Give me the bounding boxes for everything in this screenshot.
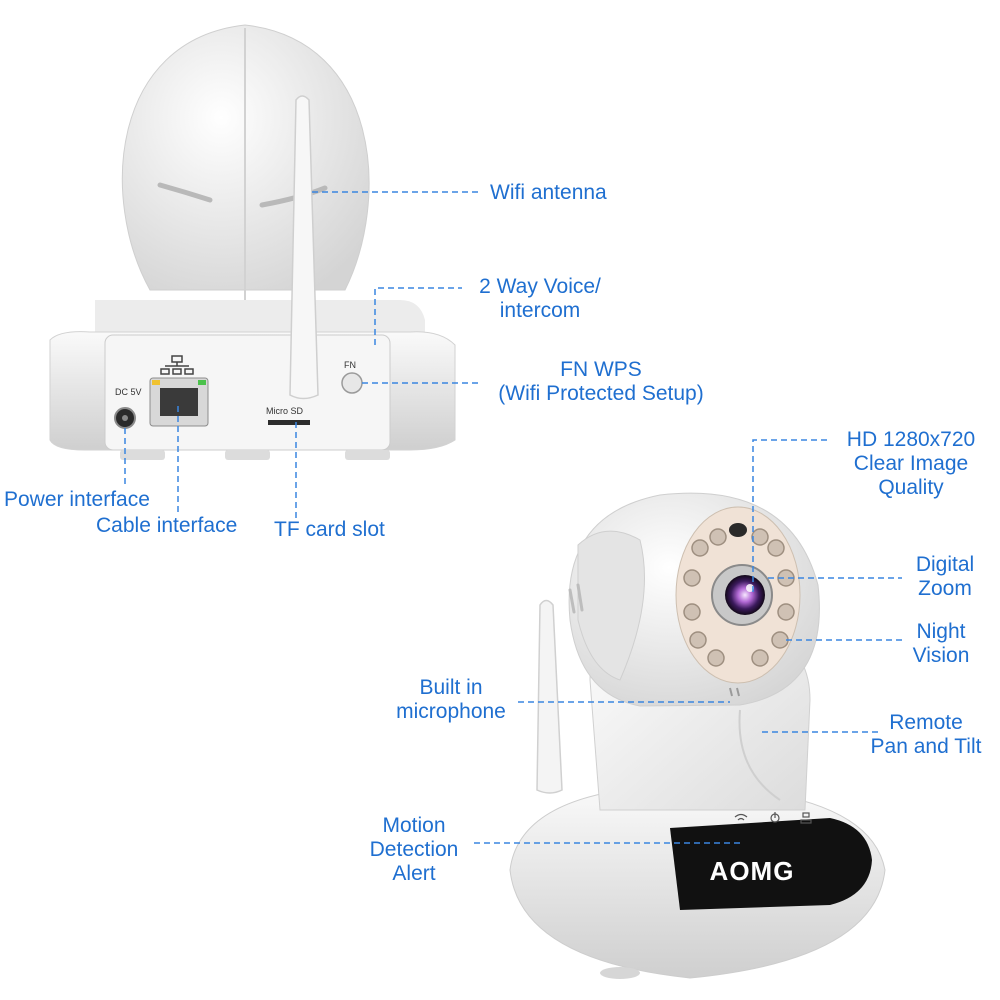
rear-foot-right bbox=[345, 450, 390, 460]
callout-text: Alert bbox=[392, 862, 436, 885]
callout-fn-wps: FN WPS (Wifi Protected Setup) bbox=[498, 358, 703, 406]
callout-text: HD 1280x720 bbox=[846, 428, 976, 451]
front-head-vent bbox=[568, 583, 584, 614]
callout-two-way-voice: 2 Way Voice/ intercom bbox=[479, 275, 601, 323]
micro-sd-slot bbox=[268, 420, 310, 425]
front-neck-seam bbox=[738, 709, 781, 801]
ethernet-icon bbox=[160, 355, 194, 375]
dc-power-jack-pin bbox=[122, 415, 128, 421]
fn-button bbox=[341, 372, 363, 394]
callout-remote-pan-tilt: Remote Pan and Tilt bbox=[871, 711, 982, 759]
callout-text: FN WPS bbox=[560, 358, 642, 381]
callout-text: Vision bbox=[912, 644, 970, 667]
callout-text: intercom bbox=[499, 299, 581, 322]
fn-button-label: FN bbox=[344, 360, 356, 370]
callout-text: Zoom bbox=[918, 577, 972, 600]
callout-text: TF card slot bbox=[274, 518, 385, 541]
front-head-side-plate bbox=[577, 530, 645, 681]
leader-hd-quality bbox=[752, 439, 830, 592]
ethernet-port-led-right bbox=[198, 380, 206, 385]
ethernet-port-led-left bbox=[152, 380, 160, 385]
callout-digital-zoom: Digital Zoom bbox=[916, 553, 974, 601]
lan-icon bbox=[800, 812, 812, 824]
micro-sd-label: Micro SD bbox=[266, 406, 304, 416]
rear-view-camera: DC 5V FN Micro SD bbox=[49, 24, 456, 460]
wifi-icon bbox=[734, 813, 748, 821]
rear-antenna bbox=[289, 95, 319, 400]
callout-text: microphone bbox=[396, 700, 506, 723]
callout-night-vision: Night Vision bbox=[913, 620, 970, 668]
power-icon bbox=[770, 812, 780, 823]
callout-power-interface: Power interface bbox=[4, 488, 150, 512]
microphone-holes bbox=[729, 687, 740, 697]
front-view-camera: AOMG bbox=[509, 492, 886, 979]
callout-text: Built in bbox=[419, 676, 483, 699]
callout-text: Clear Image bbox=[853, 452, 969, 475]
ethernet-port-socket bbox=[160, 388, 198, 416]
callout-wifi-antenna: Wifi antenna bbox=[490, 181, 607, 205]
status-icons bbox=[734, 812, 812, 824]
front-display-panel bbox=[670, 818, 872, 910]
front-base-foot bbox=[600, 967, 640, 979]
callout-text: Remote bbox=[889, 711, 963, 734]
rear-foot-left bbox=[120, 450, 165, 460]
leader-lines bbox=[124, 191, 902, 844]
callout-text: Quality bbox=[878, 476, 944, 499]
leader-two-way-voice bbox=[374, 287, 462, 345]
callout-built-in-microphone: Built in microphone bbox=[396, 676, 506, 724]
callout-text: 2 Way Voice/ bbox=[479, 275, 601, 298]
light-sensor bbox=[729, 523, 747, 537]
callout-text: Cable interface bbox=[96, 514, 238, 537]
callout-text: Detection bbox=[369, 838, 459, 861]
brand-logo: AOMG bbox=[710, 856, 795, 886]
callout-text: Power interface bbox=[4, 488, 150, 511]
rear-vent-left bbox=[157, 182, 213, 203]
ir-led-array bbox=[683, 528, 795, 667]
callout-motion-detection: Motion Detection Alert bbox=[370, 814, 459, 886]
callout-text: (Wifi Protected Setup) bbox=[498, 382, 704, 405]
rear-foot-mid bbox=[225, 450, 270, 460]
lens-highlight bbox=[746, 584, 754, 592]
callout-text: Night bbox=[916, 620, 966, 643]
callout-hd-quality: HD 1280x720 Clear Image Quality bbox=[847, 428, 975, 500]
callout-text: Motion bbox=[382, 814, 446, 837]
camera-lens bbox=[725, 575, 765, 615]
callout-text: Pan and Tilt bbox=[870, 735, 982, 758]
callout-text: Digital bbox=[915, 553, 975, 576]
callout-text: Wifi antenna bbox=[490, 181, 607, 204]
callout-cable-interface: Cable interface bbox=[96, 514, 237, 538]
dc-port-label: DC 5V bbox=[115, 387, 142, 397]
front-antenna bbox=[536, 599, 563, 794]
callout-tf-card-slot: TF card slot bbox=[274, 518, 385, 542]
